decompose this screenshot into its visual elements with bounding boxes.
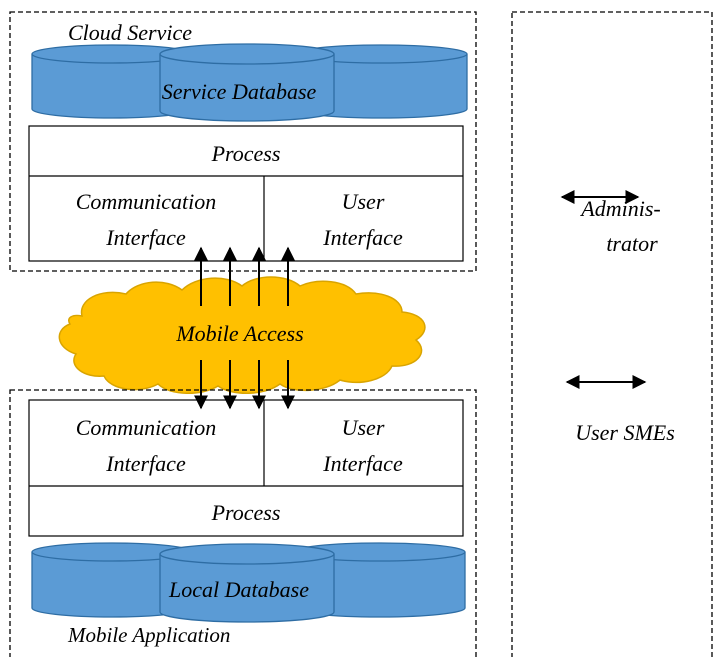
administrator-label-line2: trator <box>606 231 658 256</box>
mobile-comm-interface-label-line2: Interface <box>105 451 186 476</box>
cloud-comm-interface-label-line1: Communication <box>76 189 217 214</box>
local-database-label: Local Database <box>168 577 309 602</box>
cloud-service-group <box>9 11 477 272</box>
database-cylinder-center <box>159 543 335 623</box>
actors-group <box>511 11 713 657</box>
cloud-process-label: Process <box>211 141 281 166</box>
mobile-process-label: Process <box>211 500 281 525</box>
administrator-label-line1: Adminis- <box>579 196 660 221</box>
mobile-comm-interface-label-line1: Communication <box>76 415 217 440</box>
mobile-access-label: Mobile Access <box>175 321 303 346</box>
cloud-user-interface-label-line2: Interface <box>322 225 403 250</box>
mobile-access-cloud: Mobile Access <box>58 276 426 394</box>
database-cylinder-right <box>292 542 466 618</box>
database-cylinder-center <box>159 43 335 122</box>
cloud-components-box <box>28 125 464 262</box>
local-database: Local Database <box>31 542 466 623</box>
mobile-application-label: Mobile Application <box>67 623 230 647</box>
mobile-application-group <box>9 389 477 657</box>
service-database-label: Service Database <box>162 79 317 104</box>
mobile-user-interface-label-line1: User <box>342 415 385 440</box>
cloud-user-interface-label-line1: User <box>342 189 385 214</box>
cloud-service-label: Cloud Service <box>68 20 192 45</box>
service-database: Service Database <box>31 43 468 122</box>
database-cylinder-left <box>31 542 193 618</box>
database-cylinder-left <box>31 44 193 119</box>
upper-connection-arrows <box>194 246 295 306</box>
user-smes-label: User SMEs <box>575 420 675 445</box>
mobile-components-box <box>28 399 464 537</box>
cloud-comm-interface-label-line2: Interface <box>105 225 186 250</box>
lower-connection-arrows <box>194 360 295 410</box>
database-cylinder-right <box>294 44 468 119</box>
mobile-user-interface-label-line2: Interface <box>322 451 403 476</box>
